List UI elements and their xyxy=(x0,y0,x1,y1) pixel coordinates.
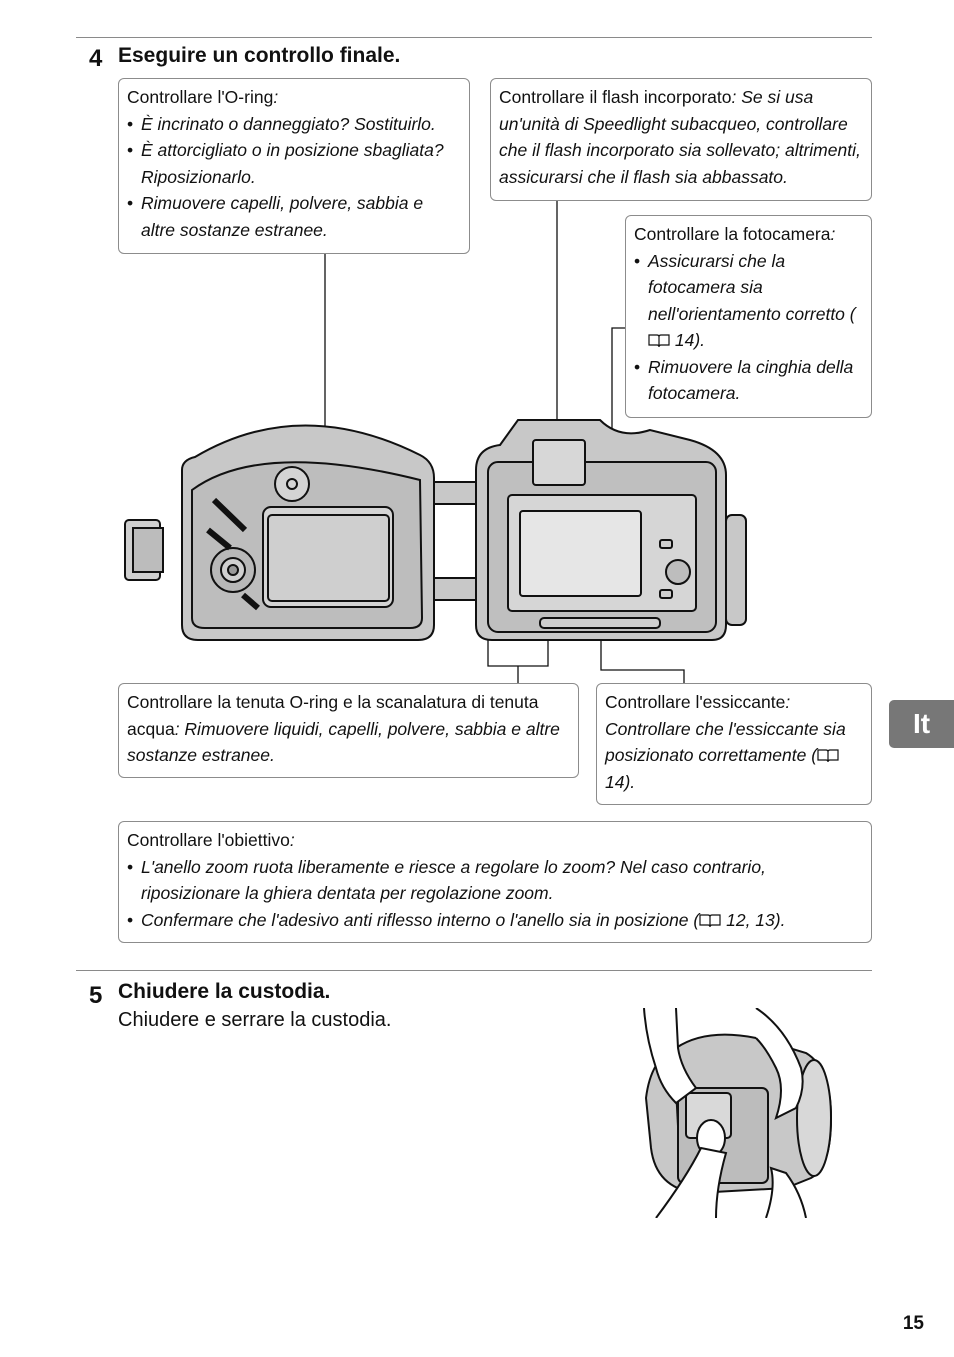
step5-number: 5 xyxy=(89,982,103,1009)
housing-hinge xyxy=(433,481,477,601)
flash-check-text: : Se si usa un'unità di Speedlight subac… xyxy=(499,87,861,187)
camera-check-lead: Controllare la fotocamera xyxy=(634,224,831,244)
lens-check-list: L'anello zoom ruota liberamente e riesce… xyxy=(127,854,863,934)
closing-housing-illustration xyxy=(643,1008,833,1218)
camera-check-list: Assicurarsi che la fotocamera sia nell'o… xyxy=(634,248,863,407)
housing-back-cover xyxy=(124,424,435,641)
list-item: Assicurarsi che la fotocamera sia nell'o… xyxy=(634,248,863,354)
seal-check-lead: Controllare la tenuta O-ring e la scanal… xyxy=(127,692,539,739)
step4-number: 4 xyxy=(89,45,103,72)
housing-front-body xyxy=(475,419,747,641)
step5-body: Chiudere e serrare la custodia. xyxy=(118,1009,392,1031)
oring-check-box: Controllare l'O-ring: È incrinato o dann… xyxy=(118,78,470,254)
page-number: 15 xyxy=(902,1313,924,1334)
step5-top-rule xyxy=(76,970,872,971)
step5-title: Chiudere la custodia. xyxy=(118,980,331,1003)
flash-check-lead: Controllare il flash incorporato xyxy=(499,87,732,107)
desiccant-check-box: Controllare l'essiccante: Controllare ch… xyxy=(596,683,872,805)
list-item: Confermare che l'adesivo anti riflesso i… xyxy=(127,907,863,934)
oring-check-lead: Controllare l'O-ring xyxy=(127,87,274,107)
housing-diagram xyxy=(124,201,747,683)
book-icon xyxy=(817,749,839,763)
seal-check-text: : Rimuovere liquidi, capelli, polvere, s… xyxy=(127,718,560,766)
seal-check-box: Controllare la tenuta O-ring e la scanal… xyxy=(118,683,579,778)
list-item: L'anello zoom ruota liberamente e riesce… xyxy=(127,854,863,907)
book-icon xyxy=(648,334,670,348)
lens-check-lead: Controllare l'obiettivo xyxy=(127,830,290,850)
language-tab: It xyxy=(889,700,954,748)
step4-title: Eseguire un controllo finale. xyxy=(118,44,401,67)
camera-check-box: Controllare la fotocamera: Assicurarsi c… xyxy=(625,215,872,418)
flash-check-box: Controllare il flash incorporato: Se si … xyxy=(490,78,872,201)
list-item: Rimuovere la cinghia della fotocamera. xyxy=(634,354,863,407)
list-item: È incrinato o danneggiato? Sostituirlo. xyxy=(127,111,461,138)
book-icon xyxy=(699,913,721,927)
step4-top-rule xyxy=(76,37,872,38)
lens-check-box: Controllare l'obiettivo: L'anello zoom r… xyxy=(118,821,872,943)
oring-check-list: È incrinato o danneggiato? Sostituirlo. … xyxy=(127,111,461,244)
list-item: È attorcigliato o in posizione sbagliata… xyxy=(127,137,461,190)
list-item: Rimuovere capelli, polvere, sabbia e alt… xyxy=(127,190,461,243)
desiccant-check-text: : Controllare che l'essiccante sia posiz… xyxy=(605,692,846,765)
desiccant-check-lead: Controllare l'essiccante xyxy=(605,692,786,712)
